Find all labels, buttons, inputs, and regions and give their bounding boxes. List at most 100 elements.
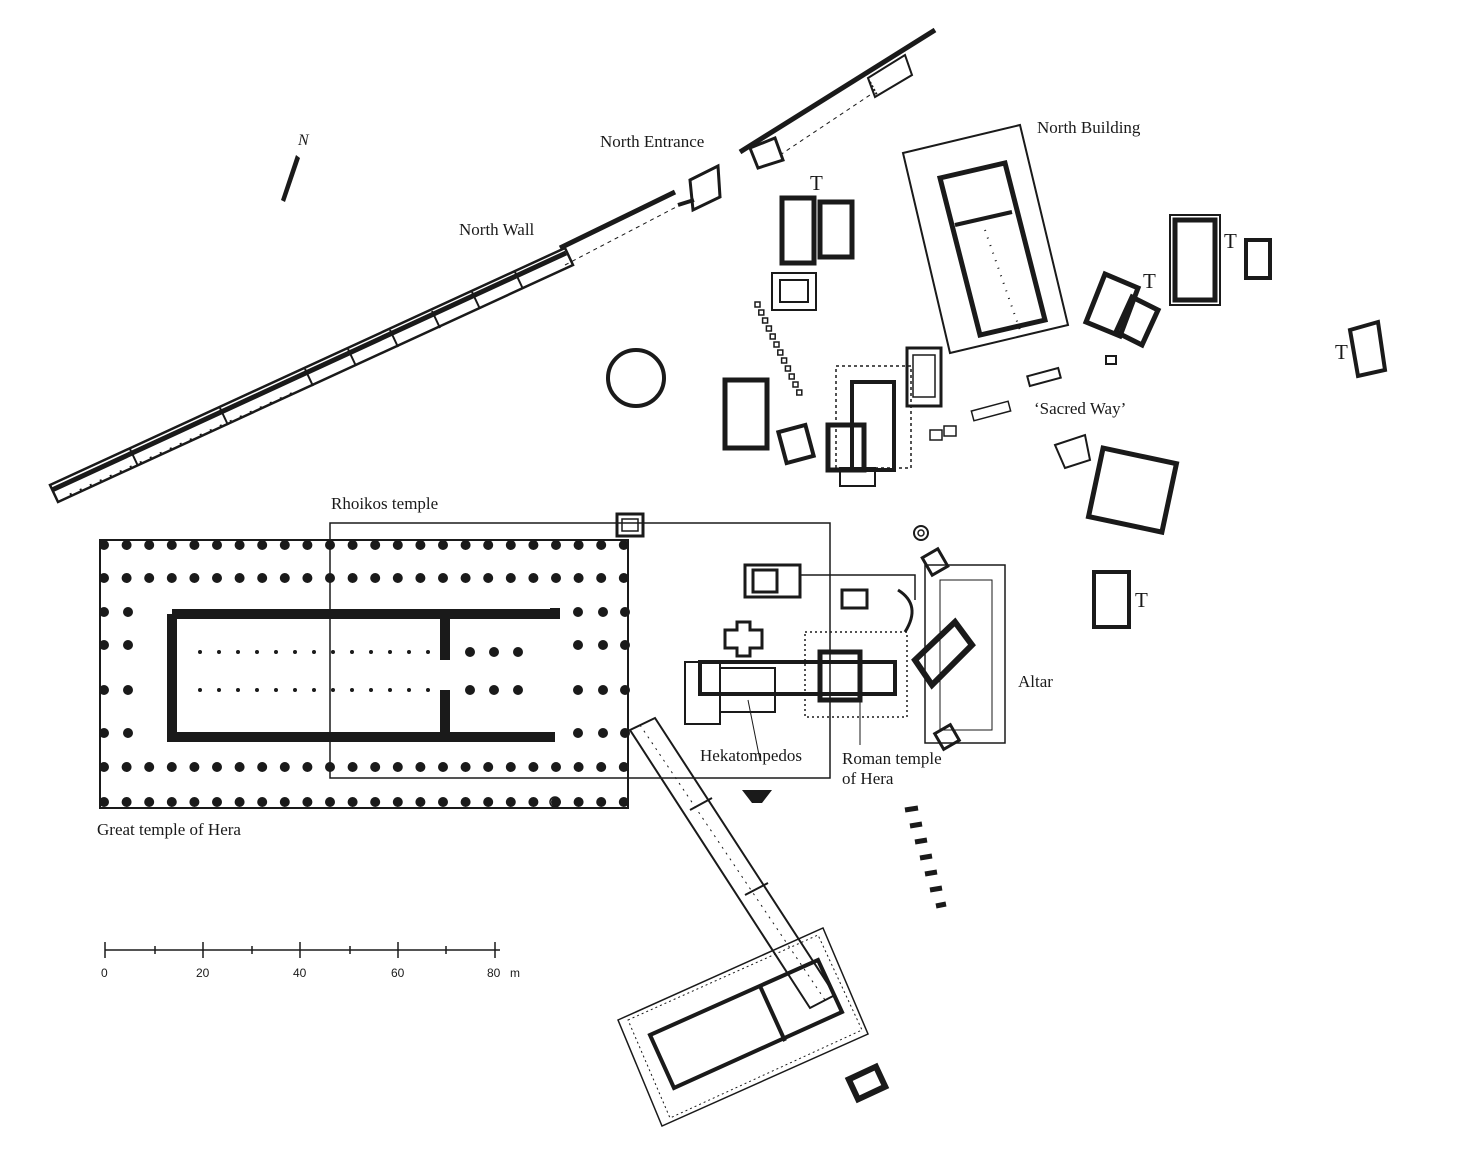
column-base bbox=[438, 762, 448, 772]
column-base bbox=[483, 540, 494, 550]
column-base bbox=[99, 685, 109, 695]
column-base bbox=[234, 573, 245, 583]
column-base bbox=[573, 762, 584, 772]
column-base bbox=[618, 573, 629, 583]
label-sacred-way: ‘Sacred Way’ bbox=[1034, 399, 1127, 418]
treasury-marker: T bbox=[1135, 588, 1148, 612]
column-base bbox=[331, 650, 335, 654]
column-base bbox=[279, 762, 290, 772]
treasury-marker: T bbox=[1143, 269, 1156, 293]
column-base bbox=[144, 762, 155, 772]
treasuries bbox=[722, 195, 1388, 629]
column-base bbox=[438, 573, 448, 583]
statue-base bbox=[773, 341, 780, 348]
column-base bbox=[620, 728, 630, 738]
label-great-temple: Great temple of Hera bbox=[97, 820, 241, 839]
altar-plan bbox=[911, 525, 1006, 752]
label-hekatompedos: Hekatompedos bbox=[700, 746, 802, 765]
column-base bbox=[189, 762, 200, 772]
column-base bbox=[573, 797, 584, 807]
column-base bbox=[438, 540, 448, 550]
column-base bbox=[279, 797, 290, 807]
column-base bbox=[347, 540, 358, 550]
column-base bbox=[257, 797, 268, 807]
column-base bbox=[392, 573, 403, 583]
column-base bbox=[217, 688, 221, 692]
column-base bbox=[123, 607, 133, 617]
column-base bbox=[189, 540, 200, 550]
column-base bbox=[392, 540, 403, 550]
column-base bbox=[620, 607, 630, 617]
statue-base bbox=[796, 389, 803, 396]
column-base bbox=[279, 573, 290, 583]
column-base bbox=[144, 797, 155, 807]
column-base bbox=[302, 573, 313, 583]
column-base bbox=[620, 640, 630, 650]
column-base bbox=[121, 540, 132, 550]
column-base bbox=[121, 573, 132, 583]
column-base bbox=[460, 573, 471, 583]
column-base bbox=[217, 650, 221, 654]
label-north-wall: North Wall bbox=[459, 220, 535, 239]
column-base bbox=[573, 573, 584, 583]
column-base bbox=[483, 573, 494, 583]
north-building-plan bbox=[901, 123, 1070, 355]
scale-bar bbox=[104, 942, 500, 958]
column-base bbox=[350, 650, 354, 654]
scale-tick-label: 0 bbox=[101, 966, 108, 980]
column-base bbox=[99, 573, 109, 583]
column-base bbox=[426, 688, 430, 692]
column-base bbox=[407, 688, 411, 692]
column-base bbox=[257, 573, 268, 583]
column-base bbox=[370, 797, 381, 807]
column-base bbox=[234, 540, 245, 550]
column-base bbox=[198, 688, 202, 692]
column-base bbox=[438, 797, 448, 807]
column-base bbox=[618, 540, 629, 550]
column-base bbox=[505, 797, 516, 807]
column-base bbox=[598, 607, 608, 617]
column-base bbox=[513, 685, 523, 695]
column-base bbox=[369, 650, 373, 654]
column-base bbox=[618, 762, 629, 772]
scale-tick-label: 20 bbox=[196, 966, 210, 980]
column-base bbox=[573, 728, 583, 738]
statue-base bbox=[788, 373, 795, 380]
treasury-marker: T bbox=[1224, 229, 1237, 253]
column-base bbox=[166, 797, 177, 807]
column-base bbox=[573, 640, 583, 650]
statue-base bbox=[769, 333, 776, 340]
column-base bbox=[236, 650, 240, 654]
column-base bbox=[347, 797, 358, 807]
column-base bbox=[370, 540, 381, 550]
column-base bbox=[144, 573, 155, 583]
round-monument bbox=[606, 348, 666, 408]
column-base bbox=[573, 607, 583, 617]
column-base bbox=[212, 797, 222, 807]
column-base bbox=[415, 797, 426, 807]
column-base bbox=[426, 650, 430, 654]
column-base bbox=[528, 762, 539, 772]
column-base bbox=[465, 647, 475, 657]
column-base bbox=[347, 762, 358, 772]
column-base bbox=[618, 797, 629, 807]
column-base bbox=[596, 540, 607, 550]
column-base bbox=[465, 685, 475, 695]
column-base bbox=[99, 607, 109, 617]
column-base bbox=[234, 762, 245, 772]
column-base bbox=[596, 573, 607, 583]
scale-tick-label: 40 bbox=[293, 966, 307, 980]
column-base bbox=[598, 728, 608, 738]
column-base bbox=[123, 640, 133, 650]
column-base bbox=[551, 573, 561, 583]
column-base bbox=[388, 650, 392, 654]
column-base bbox=[312, 688, 316, 692]
column-base bbox=[99, 762, 109, 772]
column-base bbox=[596, 762, 607, 772]
column-base bbox=[293, 650, 297, 654]
column-base bbox=[528, 573, 539, 583]
column-base bbox=[293, 688, 297, 692]
label-north-building: North Building bbox=[1037, 118, 1141, 137]
scale-tick-label: 60 bbox=[391, 966, 405, 980]
label-roman-temple-line1: Roman temple bbox=[842, 749, 942, 768]
